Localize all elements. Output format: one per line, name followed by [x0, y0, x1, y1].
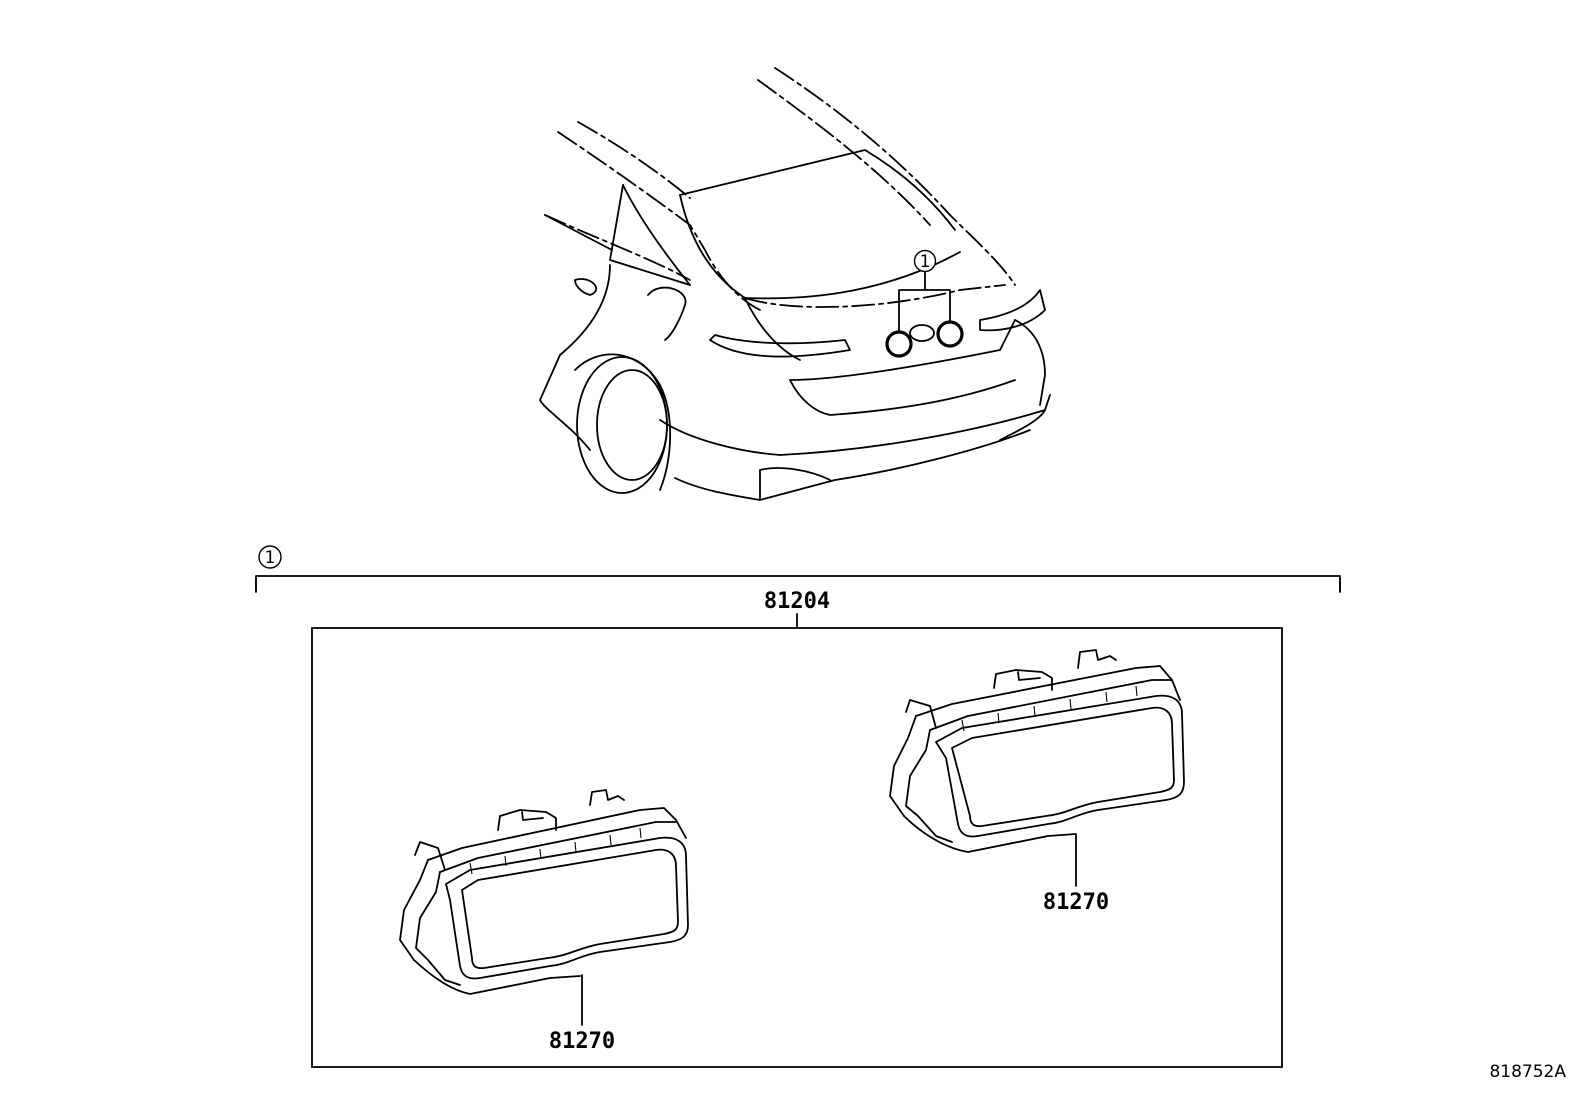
license-lamp-right: 81270: [889, 649, 1185, 915]
lamp-marker-left: [885, 330, 913, 358]
main-callout-number: 1: [265, 548, 276, 568]
assembly-frame: [311, 627, 1283, 1068]
assembly-part-number: 81204: [764, 589, 830, 614]
figure-code: 818752A: [1489, 1062, 1566, 1082]
car-callout-number: 1: [920, 252, 931, 272]
license-lamp-left: 81270: [399, 789, 689, 1054]
car-callout-circle: [913, 249, 937, 273]
right-lamp-part-number: 81270: [1043, 890, 1109, 915]
left-lamp-part-number: 81270: [549, 1029, 615, 1054]
lamp-marker-right: [936, 320, 964, 348]
main-callout-circle: [258, 545, 282, 569]
car-rear-illustration: 1: [539, 67, 1051, 501]
assembly-bracket: 1 81204: [255, 545, 1341, 1068]
